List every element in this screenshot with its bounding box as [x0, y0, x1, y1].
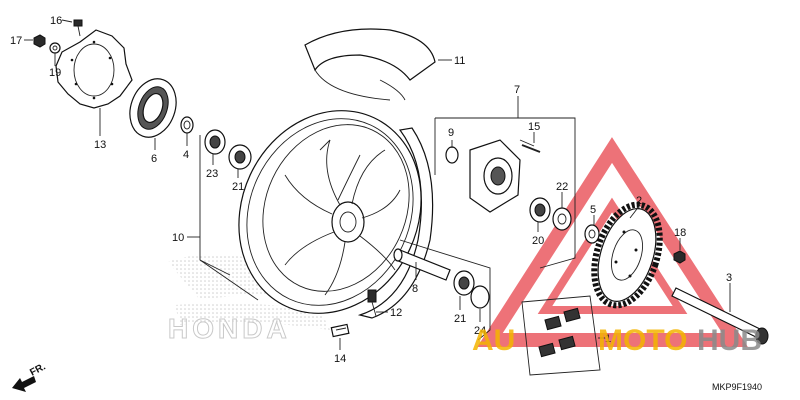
callout-labels: 1 2 3 4 5 6 7 8 9 10 11 12 13 14 15 16 1… — [10, 15, 732, 365]
part-8-distance-collar — [393, 248, 451, 281]
part-21-bearing-b — [453, 270, 475, 296]
part-1-damper-group — [521, 295, 601, 376]
honda-watermark-text: HONDA — [168, 313, 291, 344]
part-3-axle — [671, 287, 769, 345]
callout-21-b: 21 — [454, 313, 466, 325]
callout-5: 5 — [590, 204, 596, 216]
part-6-seal — [129, 78, 177, 138]
callout-18: 18 — [674, 227, 686, 239]
part-22-bearing — [552, 207, 572, 231]
callout-2: 2 — [636, 195, 642, 207]
callout-15: 15 — [528, 121, 540, 133]
wheel-group-outline — [199, 135, 491, 341]
direction-label: FR. — [28, 361, 48, 378]
callout-7: 7 — [514, 84, 520, 96]
part-16-bolt — [73, 19, 83, 37]
part-20-bearing — [529, 197, 551, 223]
callout-8: 8 — [412, 283, 418, 295]
diagram-code: MKP9F1940 — [712, 382, 762, 392]
callout-4: 4 — [183, 149, 189, 161]
part-18-nut — [673, 250, 686, 264]
part-15-stud — [519, 139, 541, 153]
callout-24: 24 — [474, 325, 486, 337]
part-23-bearing — [204, 129, 226, 155]
part-13-brake-disc — [55, 29, 133, 109]
leader-lines — [24, 19, 731, 350]
callout-3: 3 — [726, 272, 732, 284]
callout-22: 22 — [556, 181, 568, 193]
callout-23: 23 — [206, 168, 218, 180]
part-9-collar — [445, 146, 459, 164]
callout-14: 14 — [334, 353, 346, 365]
watermark-hub: HUB — [697, 324, 762, 357]
part-10-wheel — [238, 110, 434, 319]
automotohub-watermark-text: AU MOTO HUB — [472, 324, 762, 357]
part-19-washer — [49, 42, 61, 54]
callout-11: 11 — [454, 55, 465, 67]
callout-20: 20 — [532, 235, 544, 247]
part-11-tire — [304, 28, 436, 101]
watermark-au: AU — [472, 324, 515, 357]
hub-flange — [469, 139, 521, 213]
watermark-moto: MOTO — [598, 324, 687, 357]
callout-10: 10 — [172, 232, 184, 244]
callout-12: 12 — [390, 307, 402, 319]
callout-19: 19 — [49, 67, 61, 79]
part-2-sprocket — [591, 201, 663, 309]
callout-6: 6 — [151, 153, 157, 165]
callout-21-a: 21 — [232, 181, 244, 193]
front-direction-arrow: FR. — [12, 361, 48, 392]
callout-13: 13 — [94, 139, 106, 151]
part-24-circlip — [470, 285, 490, 309]
part-7-hub-group — [434, 96, 576, 269]
part-17-nut — [33, 34, 46, 48]
part-14-weight — [330, 323, 350, 338]
callout-1: 1 — [605, 333, 611, 345]
part-21-bearing-a — [228, 144, 252, 170]
part-4-collar — [180, 116, 194, 134]
callout-9: 9 — [448, 127, 454, 139]
callout-16: 16 — [50, 15, 62, 27]
part-5-collar — [584, 224, 600, 244]
part-12-valve — [367, 289, 377, 317]
callout-17: 17 — [10, 35, 22, 47]
